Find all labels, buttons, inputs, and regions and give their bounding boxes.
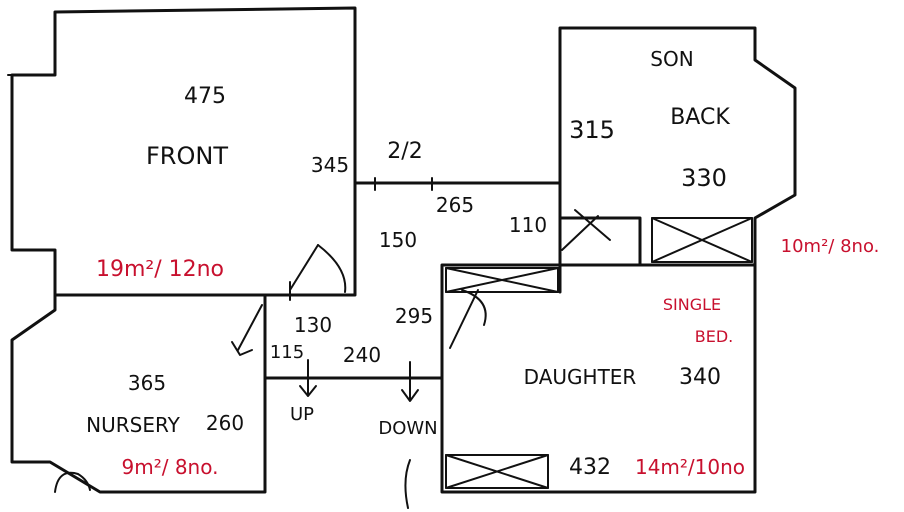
son-back-area-label: 10m²/ 8no.: [781, 236, 880, 257]
daughter-depth-label: 432: [569, 455, 611, 480]
landing-dim-110: 110: [509, 213, 547, 237]
nursery-area-label: 9m²/ 8no.: [122, 455, 219, 479]
stair-up-arrow: [299, 359, 317, 397]
front-width-label: 475: [184, 84, 226, 109]
single-bed-note-line2: BED.: [695, 327, 734, 346]
landing-dim-265: 265: [436, 193, 474, 217]
landing-dim-130: 130: [294, 313, 332, 337]
front-depth-label: 345: [311, 153, 349, 177]
landing-dim-240: 240: [343, 343, 381, 367]
front-room: [7, 6, 357, 297]
stair-up-label: UP: [290, 404, 314, 425]
son-back-room: [558, 26, 797, 294]
front-area-label: 19m²/ 12no: [96, 257, 224, 282]
front-room-name: FRONT: [146, 142, 228, 170]
son-room-name: SON: [650, 47, 693, 71]
landing-dim-212: 2/2: [387, 139, 422, 164]
stair-down-arrow: [401, 361, 419, 402]
nursery-room-name: NURSERY: [86, 413, 180, 437]
landing-dim-150: 150: [379, 228, 417, 252]
nursery-room: [10, 293, 267, 494]
daughter-room: [404, 263, 757, 509]
landing-dim-295: 295: [395, 304, 433, 328]
nursery-depth-label: 260: [206, 411, 244, 435]
daughter-area-label: 14m²/10no: [635, 455, 745, 479]
son-back-width-label: 315: [569, 116, 615, 144]
daughter-width-label: 340: [679, 365, 721, 390]
landing-dim-115: 115: [270, 342, 304, 363]
back-room-name: BACK: [670, 105, 730, 130]
front-door-swing: [289, 244, 347, 301]
son-back-depth-label: 330: [681, 164, 727, 192]
nursery-width-label: 365: [128, 371, 166, 395]
single-bed-note-line1: SINGLE: [663, 295, 721, 314]
stair-down-label: DOWN: [378, 418, 437, 439]
daughter-room-name: DAUGHTER: [524, 365, 637, 389]
